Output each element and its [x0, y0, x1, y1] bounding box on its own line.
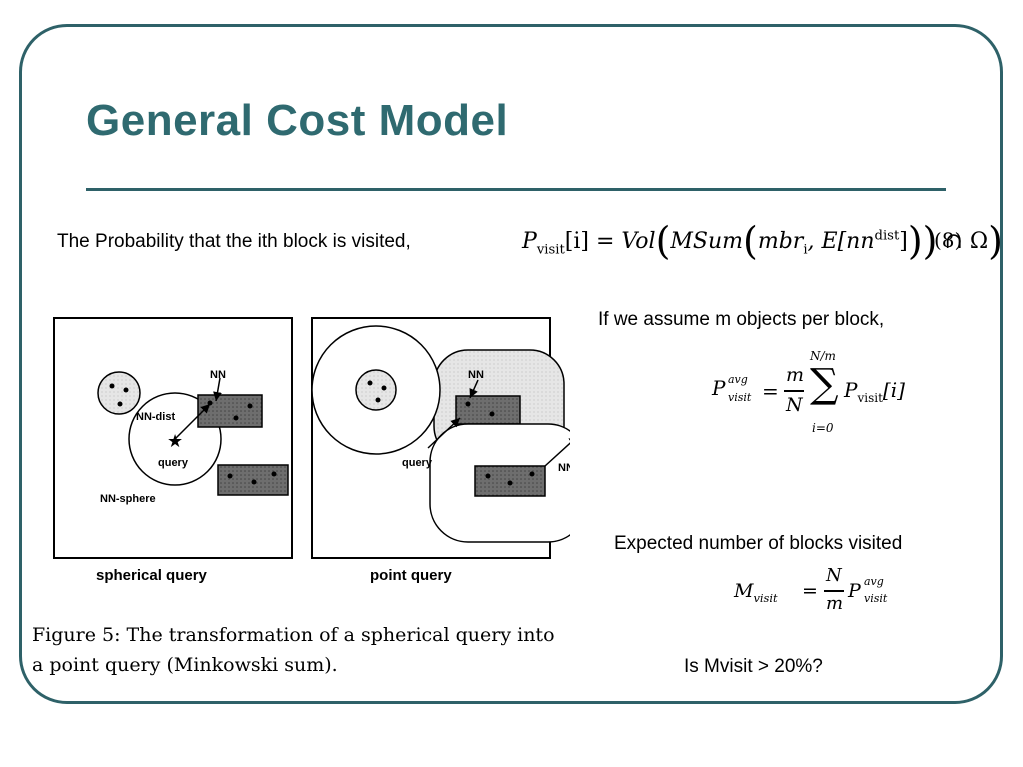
m-frac-den: m: [826, 593, 844, 614]
eq8-e: , E[nn: [807, 229, 875, 254]
m-equals: =: [802, 580, 818, 602]
probability-label: The Probability that the ith block is vi…: [57, 231, 411, 252]
title-divider: [86, 188, 946, 191]
eq8-mbr-sub: i: [803, 242, 808, 258]
equation-8: Pvisit[i] = Vol(MSum(mbri, E[nndist])) ∩…: [522, 219, 1003, 263]
avg-frac-den: N: [786, 394, 803, 416]
left-query-label: query: [158, 457, 189, 469]
question-text: Is Mvisit > 20%?: [684, 656, 823, 677]
nn-block-right: [455, 395, 521, 425]
avg-p-sup: avg: [728, 373, 748, 386]
avg-sum-top: N/m: [810, 349, 836, 363]
avg-sum-bottom: i=0: [812, 421, 834, 435]
spherical-query-caption: spherical query: [96, 567, 208, 584]
figure-caption-line1: Figure 5: The transformation of a spheri…: [32, 624, 555, 646]
left-nndist-label: NN-dist: [136, 411, 175, 423]
expected-label: Expected number of blocks visited: [614, 533, 903, 554]
eq8-msum: MSum: [670, 229, 744, 254]
point-query-caption: point query: [370, 567, 452, 584]
m-equation: Mvisit = N m P avg visit: [734, 564, 914, 624]
m-lhs-sub: visit: [753, 590, 778, 605]
right-nndist-label: NN-dist: [558, 462, 570, 474]
m-frac-bar: [824, 590, 844, 592]
eq8-vol: Vol: [621, 229, 656, 254]
equation-number: (8): [934, 228, 963, 252]
nn-block-left: [197, 394, 263, 428]
avg-equals: =: [762, 379, 779, 403]
figure-5: ★ NN NN-dist query NN-sphere NN query NN…: [53, 317, 570, 584]
slide-frame: [19, 24, 1003, 704]
eq8-close: ]: [899, 229, 908, 254]
m-p: P: [848, 582, 861, 601]
m-frac-num: N: [826, 565, 842, 586]
m-p-sub: visit: [864, 592, 888, 605]
avg-sum-symbol: ∑: [810, 361, 839, 407]
left-nn-label: NN: [210, 369, 226, 381]
avg-term-sub: visit: [857, 391, 883, 405]
avg-term-idx: [i]: [882, 378, 905, 402]
eq8-mbr: mbr: [757, 229, 804, 254]
assume-label: If we assume m objects per block,: [598, 309, 885, 330]
m-p-letter: P: [848, 580, 861, 602]
figure-caption-line2: a point query (Minkowski sum).: [32, 654, 338, 676]
eq8-p: P: [522, 229, 537, 254]
avg-equation: P avg visit = m N N/m ∑ i=0 Pvisit[i]: [712, 348, 912, 438]
slide-title: General Cost Model: [86, 96, 509, 145]
eq8-cap: ∩ Ω: [944, 229, 989, 254]
left-nnsphere-label: NN-sphere: [100, 493, 156, 505]
star-icon: ★: [167, 431, 183, 451]
eq8-dist: dist: [874, 228, 900, 244]
eq8-equals: =: [595, 229, 615, 254]
eq8-index: [i]: [564, 229, 589, 254]
right-nn-label: NN: [468, 369, 484, 381]
m-p-sup: avg: [864, 575, 884, 588]
cluster-circle-left: [97, 371, 141, 415]
figure-caption: Figure 5: The transformation of a spheri…: [32, 620, 555, 680]
right-query-label: query: [402, 457, 433, 469]
avg-p-sub: visit: [728, 391, 752, 404]
avg-frac-bar: [784, 390, 804, 392]
m-lhs: M: [734, 580, 754, 602]
eq8-p-sub: visit: [536, 242, 565, 258]
avg-p: P: [712, 376, 726, 400]
avg-frac-num: m: [786, 364, 805, 386]
avg-term: P: [844, 378, 858, 402]
